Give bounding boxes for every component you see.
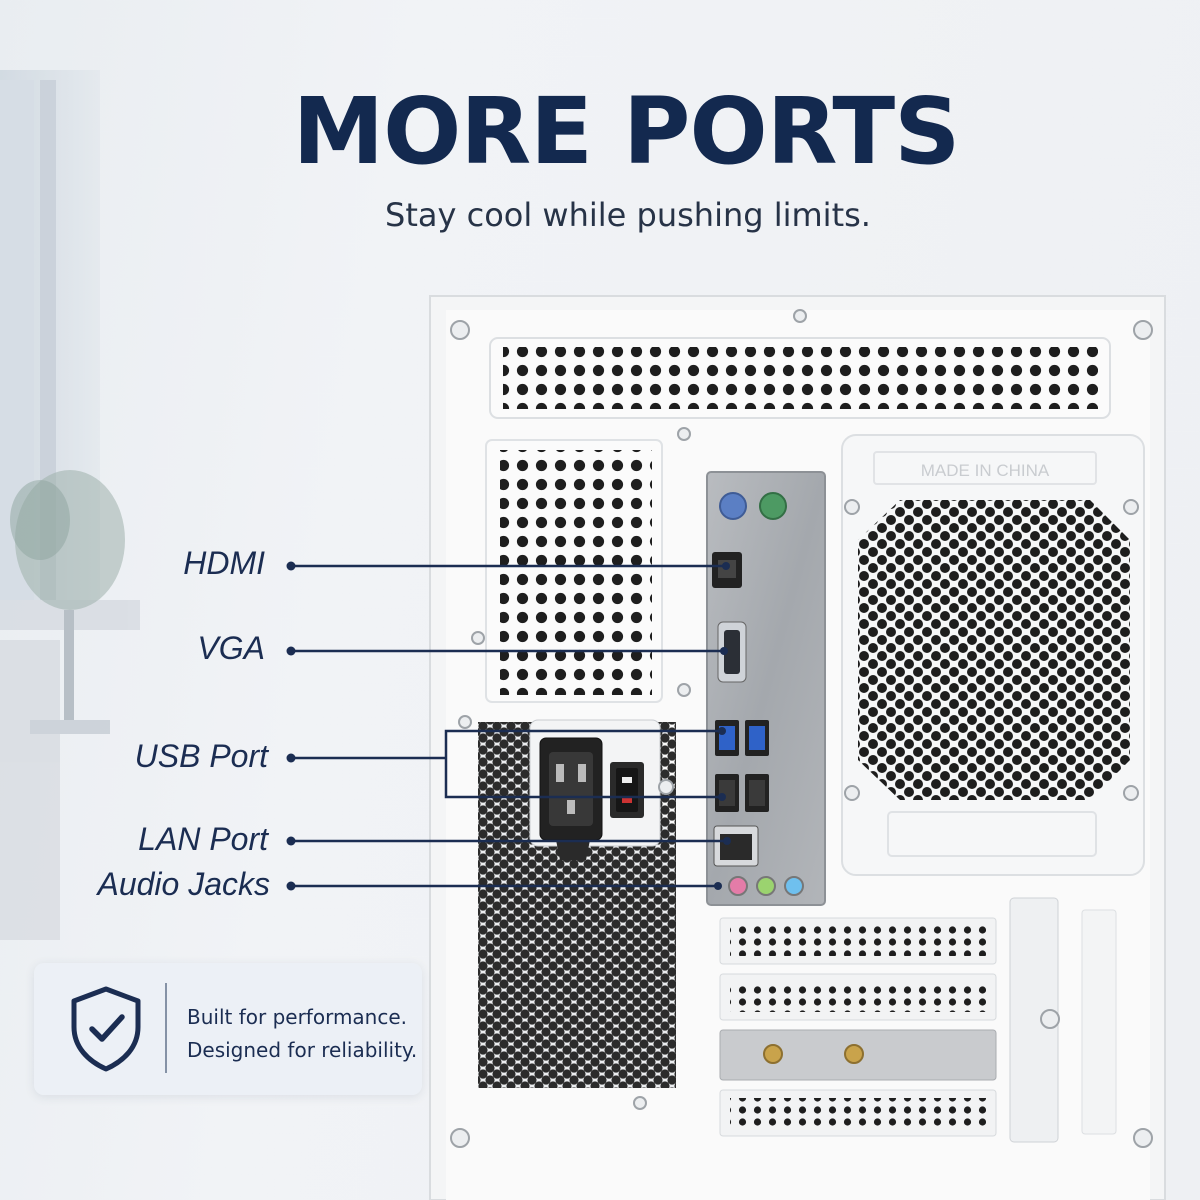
badge-line-1: Built for performance.	[187, 1005, 408, 1029]
callout-lines	[286, 561, 731, 891]
headline: MORE PORTS	[292, 78, 961, 185]
badge-line-2: Designed for reliability.	[187, 1038, 418, 1062]
subheadline: Stay cool while pushing limits.	[385, 196, 871, 234]
pc-case-rear: MADE IN CHINA	[429, 295, 1166, 1200]
badge-divider	[165, 983, 167, 1073]
case-embossing-text: MADE IN CHINA	[921, 461, 1050, 480]
callout-audio-label: Audio Jacks	[97, 866, 270, 902]
callout-usb-label: USB Port	[134, 738, 268, 774]
callout-hdmi-label: HDMI	[183, 545, 265, 581]
callout-vga-label: VGA	[197, 630, 265, 666]
shield-check-icon	[71, 986, 141, 1072]
feature-badge-card: Built for performance. Designed for reli…	[34, 963, 422, 1095]
callout-lan-label: LAN Port	[138, 821, 268, 857]
office-background	[0, 70, 140, 940]
badge-text: Built for performance. Designed for reli…	[187, 1001, 417, 1067]
